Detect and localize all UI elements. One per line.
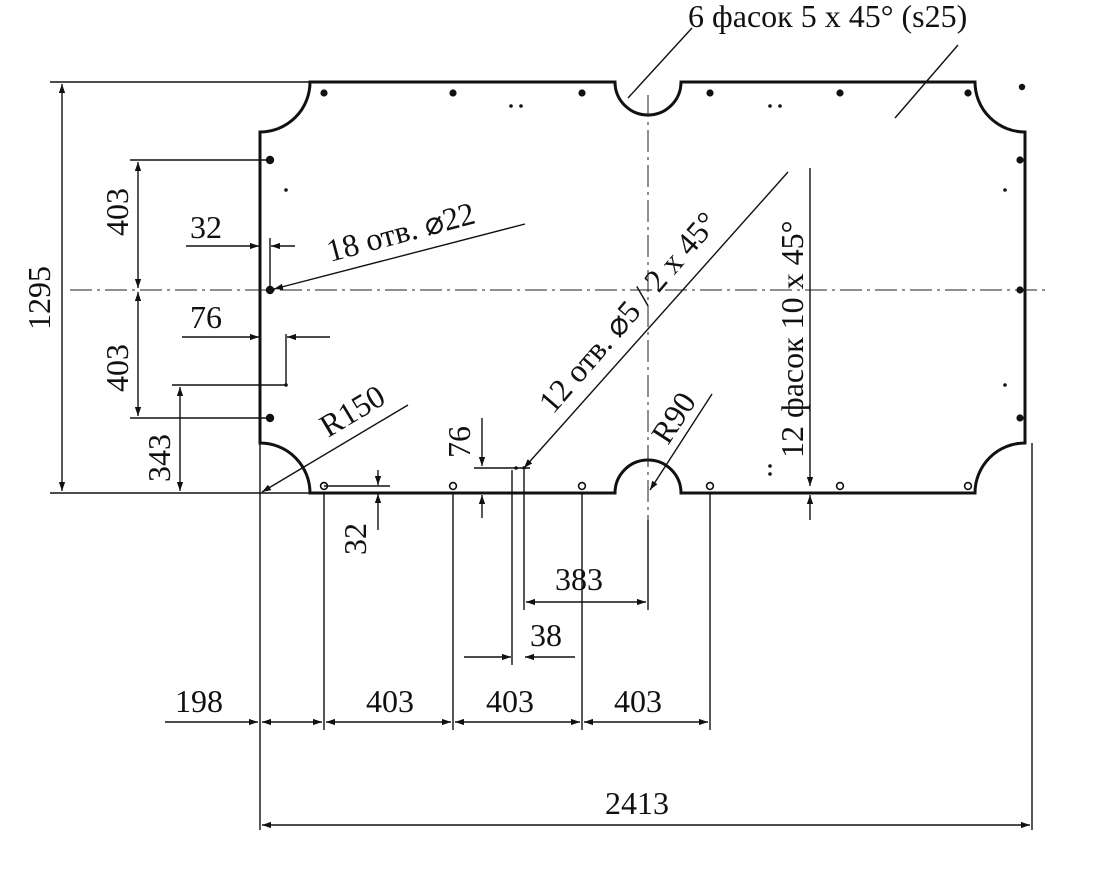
hole [578, 89, 586, 97]
small-hole [778, 104, 782, 108]
holes-22-label: 18 отв. ⌀22 [322, 195, 478, 269]
small-hole [509, 104, 513, 108]
hole [1018, 83, 1026, 91]
hole [835, 481, 845, 491]
hole [836, 89, 844, 97]
holes-22 [265, 83, 1026, 491]
chamfer-top-leader [627, 27, 693, 99]
hole [1016, 414, 1024, 422]
hole [1016, 156, 1024, 164]
dim-403b-label: 403 [486, 683, 534, 719]
dim-383-label: 383 [555, 561, 603, 597]
small-hole [1003, 383, 1007, 387]
hole [964, 89, 972, 97]
hole [448, 481, 458, 491]
chamfer-top-leader-2 [894, 44, 959, 119]
hole [320, 89, 328, 97]
r150-label: R150 [313, 377, 391, 444]
hole [265, 155, 275, 165]
dim-38-label: 38 [530, 617, 562, 653]
hole [963, 481, 973, 491]
small-hole [768, 464, 772, 468]
chamfers-top-label: 6 фасок 5 х 45° (s25) [688, 0, 967, 34]
holes-5-leader [523, 171, 789, 469]
hole [577, 481, 587, 491]
small-hole [519, 104, 523, 108]
chamfer-side-label: 12 фасок 10 х 45° [774, 221, 810, 458]
dim-343-label: 343 [141, 434, 177, 482]
small-hole [768, 472, 772, 476]
hole [1016, 286, 1024, 294]
dim-32-bottom-label: 32 [337, 523, 373, 555]
hole [449, 89, 457, 97]
dim-32-left-label: 32 [190, 209, 222, 245]
hole [265, 413, 275, 423]
small-hole [768, 104, 772, 108]
holes-5-label: 12 отв. ⌀5 / 2 х 45° [531, 205, 725, 420]
dim-76-bottom-label: 76 [441, 426, 477, 458]
holes-22-leader [273, 223, 526, 290]
hole [705, 481, 715, 491]
r90-label: R90 [644, 385, 703, 449]
dim-403c-label: 403 [614, 683, 662, 719]
dim-76-left-label: 76 [190, 299, 222, 335]
dim-198-label: 198 [175, 683, 223, 719]
dim-1295-label: 1295 [21, 266, 57, 330]
dim-2413-label: 2413 [605, 785, 669, 821]
small-hole [284, 188, 288, 192]
slate-outline [258, 80, 1027, 495]
small-hole [1003, 188, 1007, 192]
dim-403-lower-label: 403 [99, 344, 135, 392]
dim-403-upper-label: 403 [99, 188, 135, 236]
r150-leader [261, 404, 409, 493]
dim-403a-label: 403 [366, 683, 414, 719]
hole [706, 89, 714, 97]
r90-leader [649, 393, 713, 491]
